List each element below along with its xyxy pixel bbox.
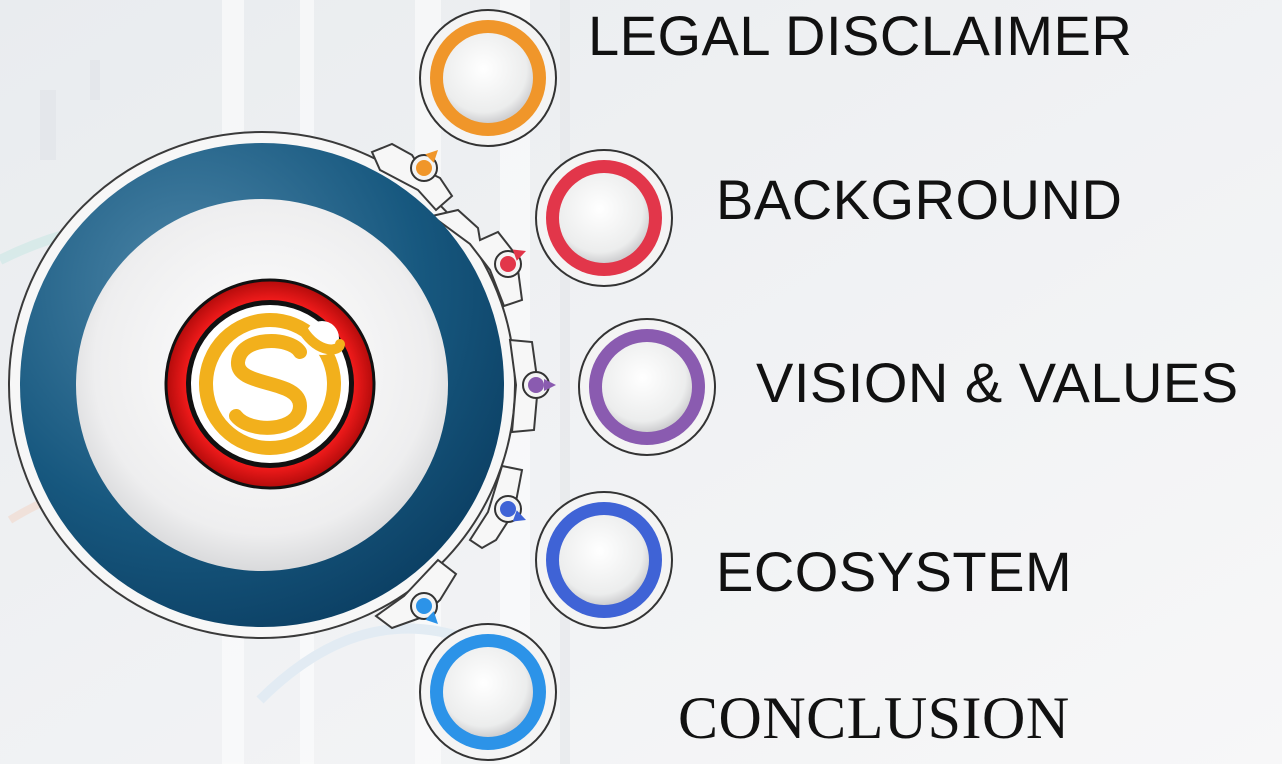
central-hub bbox=[8, 131, 540, 639]
menu-label-background[interactable]: BACKGROUND bbox=[716, 168, 1123, 231]
logo-gold-coin bbox=[199, 313, 341, 455]
menu-label-vision-values[interactable]: VISION & VALUES bbox=[756, 351, 1239, 414]
node-white-center bbox=[559, 515, 649, 605]
node-white-center bbox=[443, 33, 533, 123]
node-connector-dot bbox=[528, 377, 544, 393]
s-coin-logo-icon bbox=[164, 278, 376, 490]
menu-node-ecosystem[interactable] bbox=[494, 491, 673, 629]
logo-bite-outline bbox=[298, 325, 345, 355]
node-white-center bbox=[602, 342, 692, 432]
menu-node-vision-values[interactable] bbox=[522, 318, 716, 456]
node-arrow-icon bbox=[544, 379, 556, 391]
menu-label-ecosystem[interactable]: ECOSYSTEM bbox=[716, 540, 1073, 603]
menu-node-conclusion[interactable] bbox=[410, 592, 557, 761]
menu-node-background[interactable] bbox=[494, 149, 673, 287]
node-connector-dot bbox=[416, 598, 432, 614]
menu-nodes bbox=[410, 9, 716, 761]
node-connector-dot bbox=[416, 160, 432, 176]
node-connector-dot bbox=[500, 501, 516, 517]
node-white-center bbox=[443, 647, 533, 737]
node-arrow-icon bbox=[512, 510, 526, 522]
menu-node-legal-disclaimer[interactable] bbox=[410, 9, 557, 182]
node-arrow-icon bbox=[512, 249, 526, 261]
node-white-center bbox=[559, 173, 649, 263]
logo-s-letter bbox=[229, 334, 308, 435]
node-connector-dot bbox=[500, 256, 516, 272]
menu-label-conclusion[interactable]: CONCLUSION bbox=[678, 685, 1070, 751]
menu-label-legal-disclaimer[interactable]: LEGAL DISCLAIMER bbox=[588, 4, 1133, 67]
